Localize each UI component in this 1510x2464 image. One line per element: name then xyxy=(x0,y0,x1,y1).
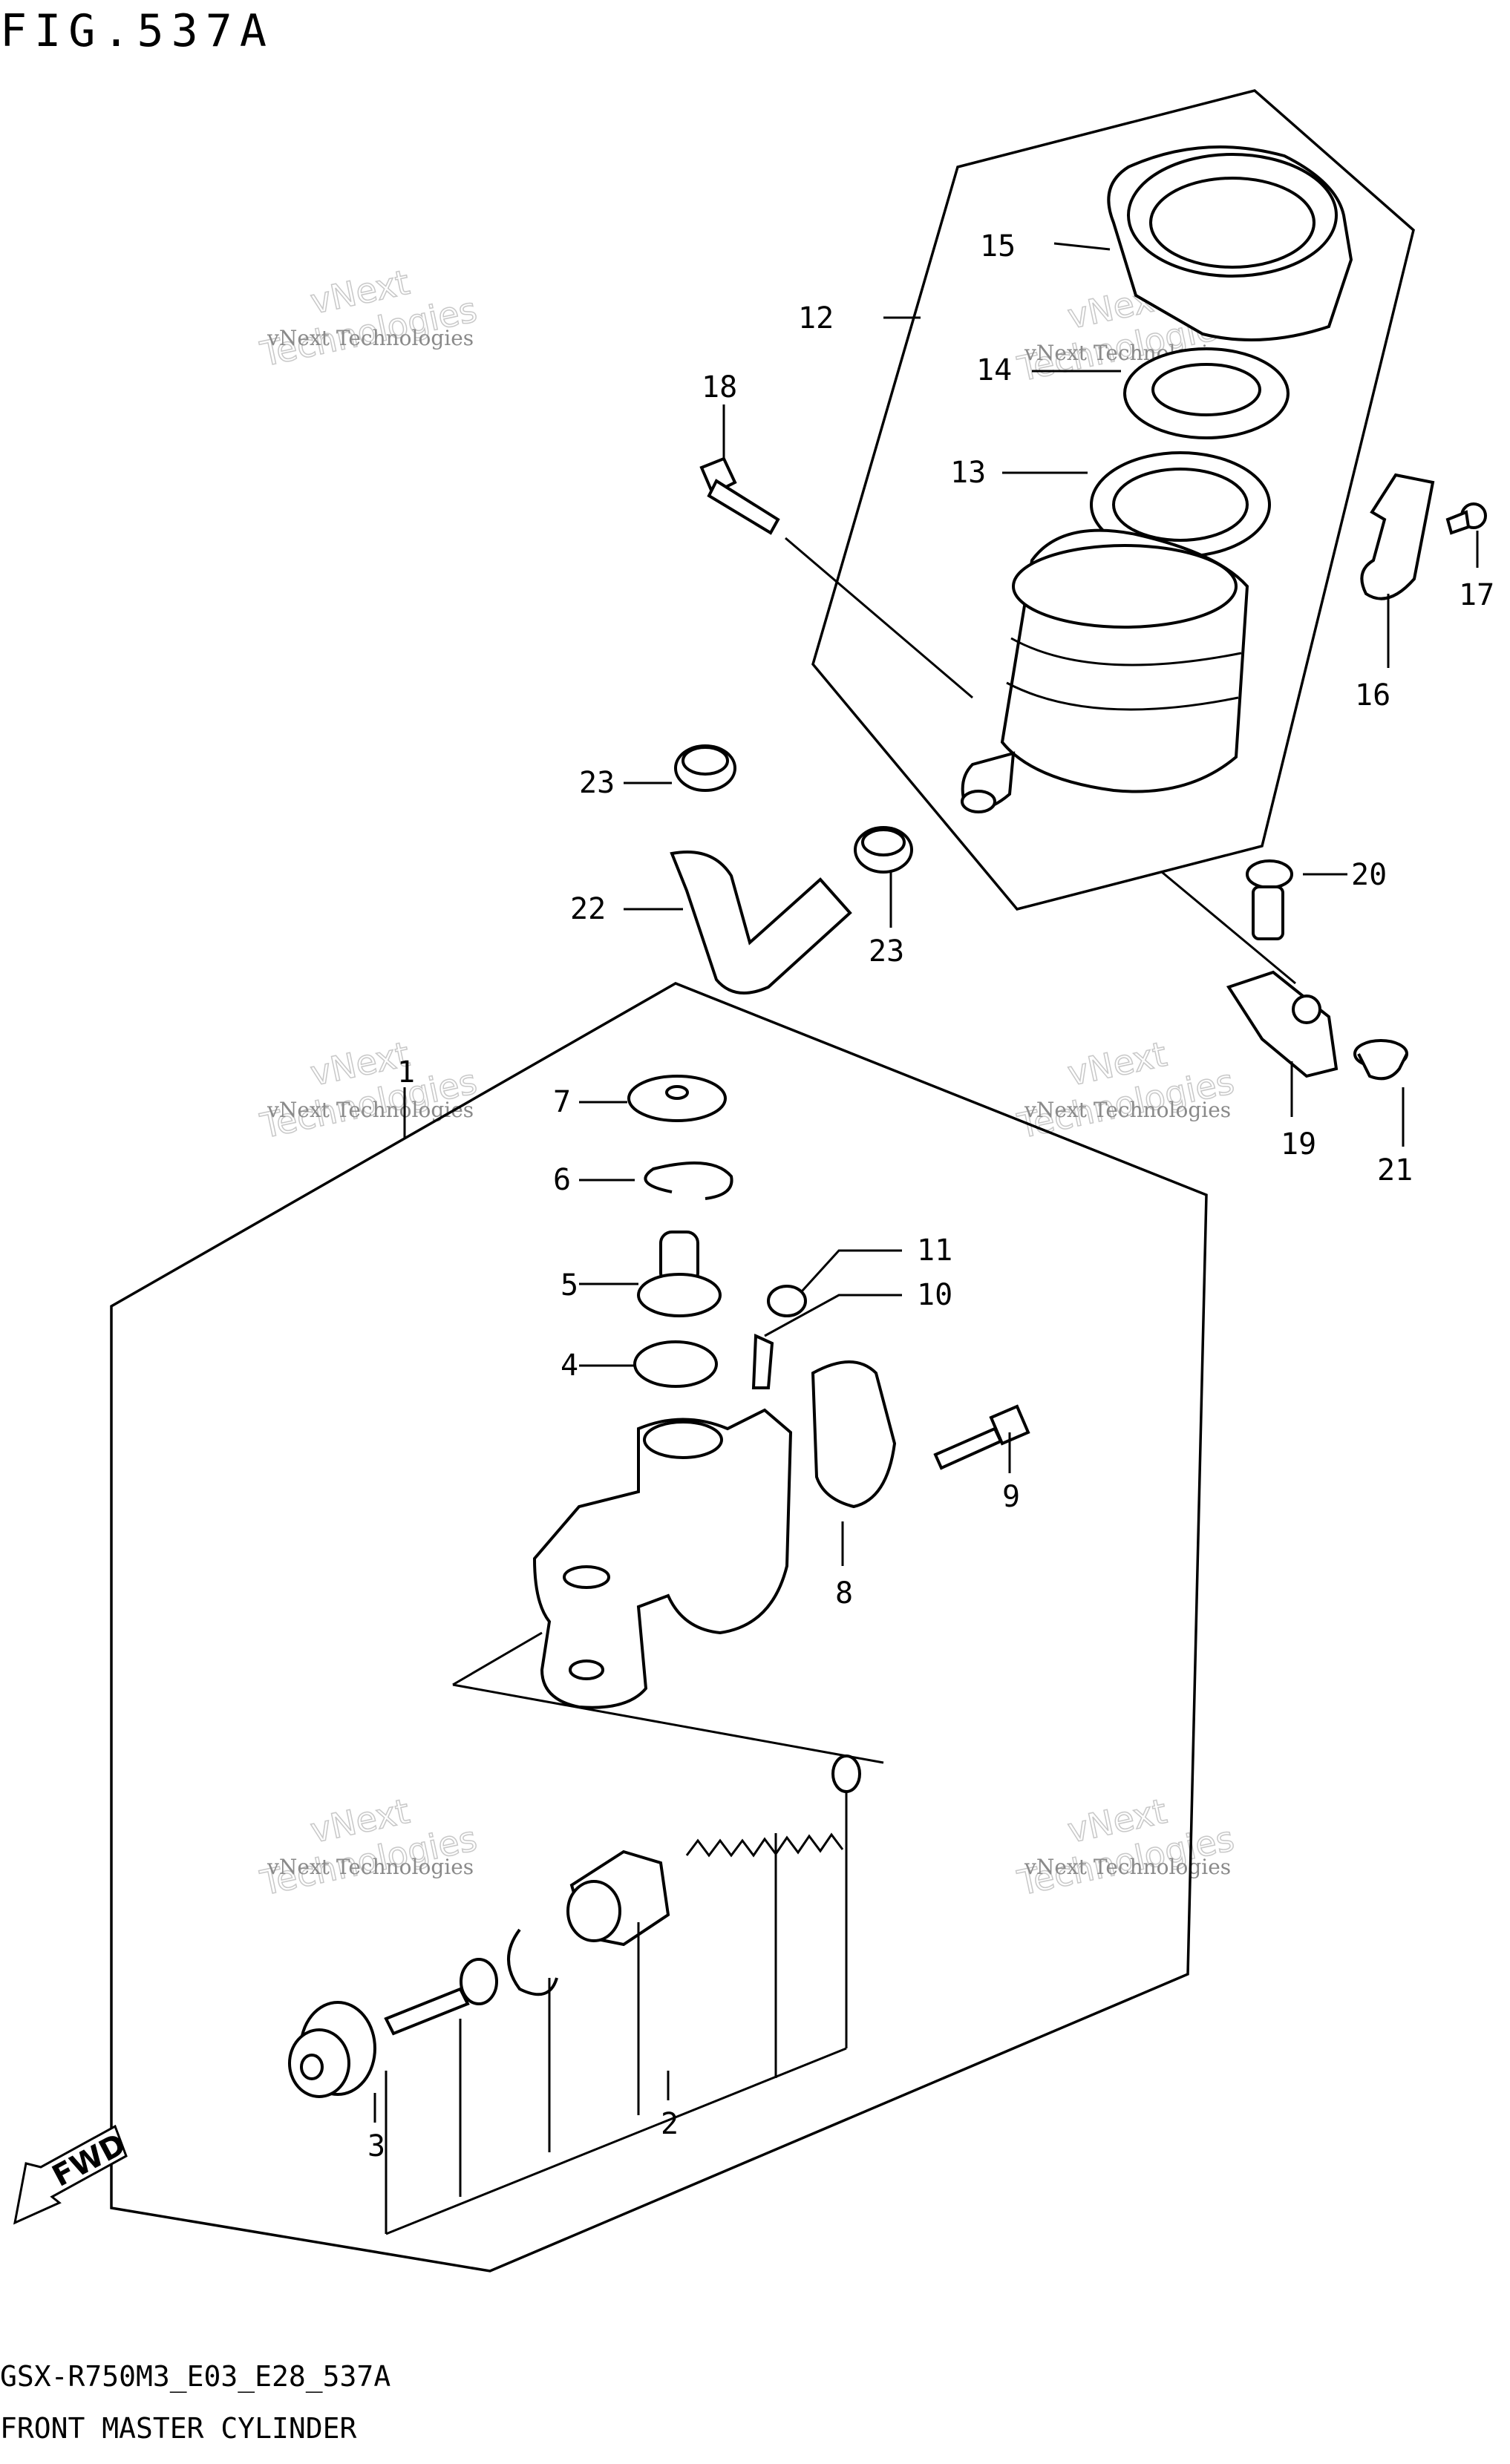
fwd-label: FWD xyxy=(47,2127,131,2194)
screw-17 xyxy=(1445,502,1487,535)
o-ring xyxy=(633,1340,718,1388)
callout-20: 20 xyxy=(1351,858,1387,892)
figure-title: FIG.537A xyxy=(0,5,274,57)
svg-text:vNext Technologies: vNext Technologies xyxy=(267,1855,474,1879)
callout-23b: 23 xyxy=(869,934,904,969)
callout-15: 15 xyxy=(980,229,1016,263)
callout-19: 19 xyxy=(1281,1127,1316,1161)
model-code: GSX-R750M3_E03_E28_537A xyxy=(0,2360,390,2393)
kit-leaders xyxy=(385,1792,848,2235)
callout-13: 13 xyxy=(950,456,986,490)
callout-17: 17 xyxy=(1459,578,1494,612)
hose-clamp-upper xyxy=(674,744,736,792)
bleeder-cap xyxy=(767,1285,807,1317)
callout-14: 14 xyxy=(976,353,1012,387)
callout-4: 4 xyxy=(560,1349,578,1383)
watermark: vNext Technologies vNext Technologies xyxy=(1013,1790,1238,1904)
callout-labels: 15 12 14 13 18 17 16 20 19 21 23 23 22 1… xyxy=(367,229,1494,2163)
reservoir-leader xyxy=(1161,871,1296,985)
callout-18: 18 xyxy=(702,370,737,404)
callout-16: 16 xyxy=(1355,678,1390,712)
hose-connector xyxy=(637,1231,722,1317)
callout-7: 7 xyxy=(553,1085,571,1119)
callout-12: 12 xyxy=(798,301,834,335)
master-cylinder-assembly-frame xyxy=(110,982,1208,2273)
bolt-20 xyxy=(1246,859,1293,940)
reservoir-leader xyxy=(785,537,973,699)
callout-leaders xyxy=(373,242,1479,2123)
bolt-9 xyxy=(933,1404,1030,1470)
watermark: vNext Technologies vNext Technologies xyxy=(256,1033,481,1147)
reservoir-cap-seal xyxy=(627,1075,727,1122)
bleeder-screw xyxy=(751,1333,774,1389)
svg-text:vNext Technologies: vNext Technologies xyxy=(1024,1098,1231,1122)
callout-21: 21 xyxy=(1377,1153,1413,1187)
svg-text:vNext Technologies: vNext Technologies xyxy=(267,326,474,350)
piston xyxy=(566,1849,670,1947)
reservoir-tank xyxy=(961,528,1249,813)
callout-1: 1 xyxy=(397,1055,415,1090)
callout-10: 10 xyxy=(917,1278,952,1312)
svg-text:vNext Technologies: vNext Technologies xyxy=(267,1098,474,1122)
return-spring xyxy=(685,1832,844,1858)
hose-clamp-lower xyxy=(854,826,913,874)
piston-kit-frame xyxy=(452,1683,884,1764)
grommet xyxy=(1353,1039,1408,1081)
watermark: vNext Technologies vNext Technologies xyxy=(256,1790,481,1904)
watermark: vNext Technologies vNext Technologies xyxy=(256,261,481,375)
figure-caption: FRONT MASTER CYLINDER xyxy=(0,2412,357,2445)
callout-3: 3 xyxy=(367,2129,385,2163)
callout-22: 22 xyxy=(570,892,606,926)
spring-seat xyxy=(831,1754,861,1793)
reservoir-bracket xyxy=(1360,473,1435,600)
master-cylinder-holder xyxy=(811,1360,897,1509)
bolt-18 xyxy=(699,456,780,535)
callout-8: 8 xyxy=(835,1576,853,1611)
master-cylinder-body xyxy=(532,1408,793,1709)
callout-2: 2 xyxy=(661,2107,679,2141)
svg-text:vNext Technologies: vNext Technologies xyxy=(1024,1855,1231,1879)
reservoir-lower-bracket xyxy=(1226,970,1339,1078)
piston-kit-frame xyxy=(452,1631,543,1686)
reservoir-hose xyxy=(670,851,852,995)
callout-5: 5 xyxy=(560,1268,578,1303)
push-rod xyxy=(384,1958,498,2036)
callout-11: 11 xyxy=(917,1233,952,1268)
callout-23a: 23 xyxy=(579,766,615,800)
reservoir-cap xyxy=(1107,145,1353,341)
circlip xyxy=(644,1161,733,1200)
reservoir-assembly-frame xyxy=(811,89,1415,911)
dust-boot xyxy=(288,2001,376,2098)
callout-6: 6 xyxy=(553,1163,571,1197)
diaphragm-plate xyxy=(1123,347,1290,439)
diaphragm xyxy=(1090,451,1271,558)
watermark: vNext Technologies vNext Technologies xyxy=(1013,1033,1238,1147)
callout-9: 9 xyxy=(1002,1480,1020,1514)
